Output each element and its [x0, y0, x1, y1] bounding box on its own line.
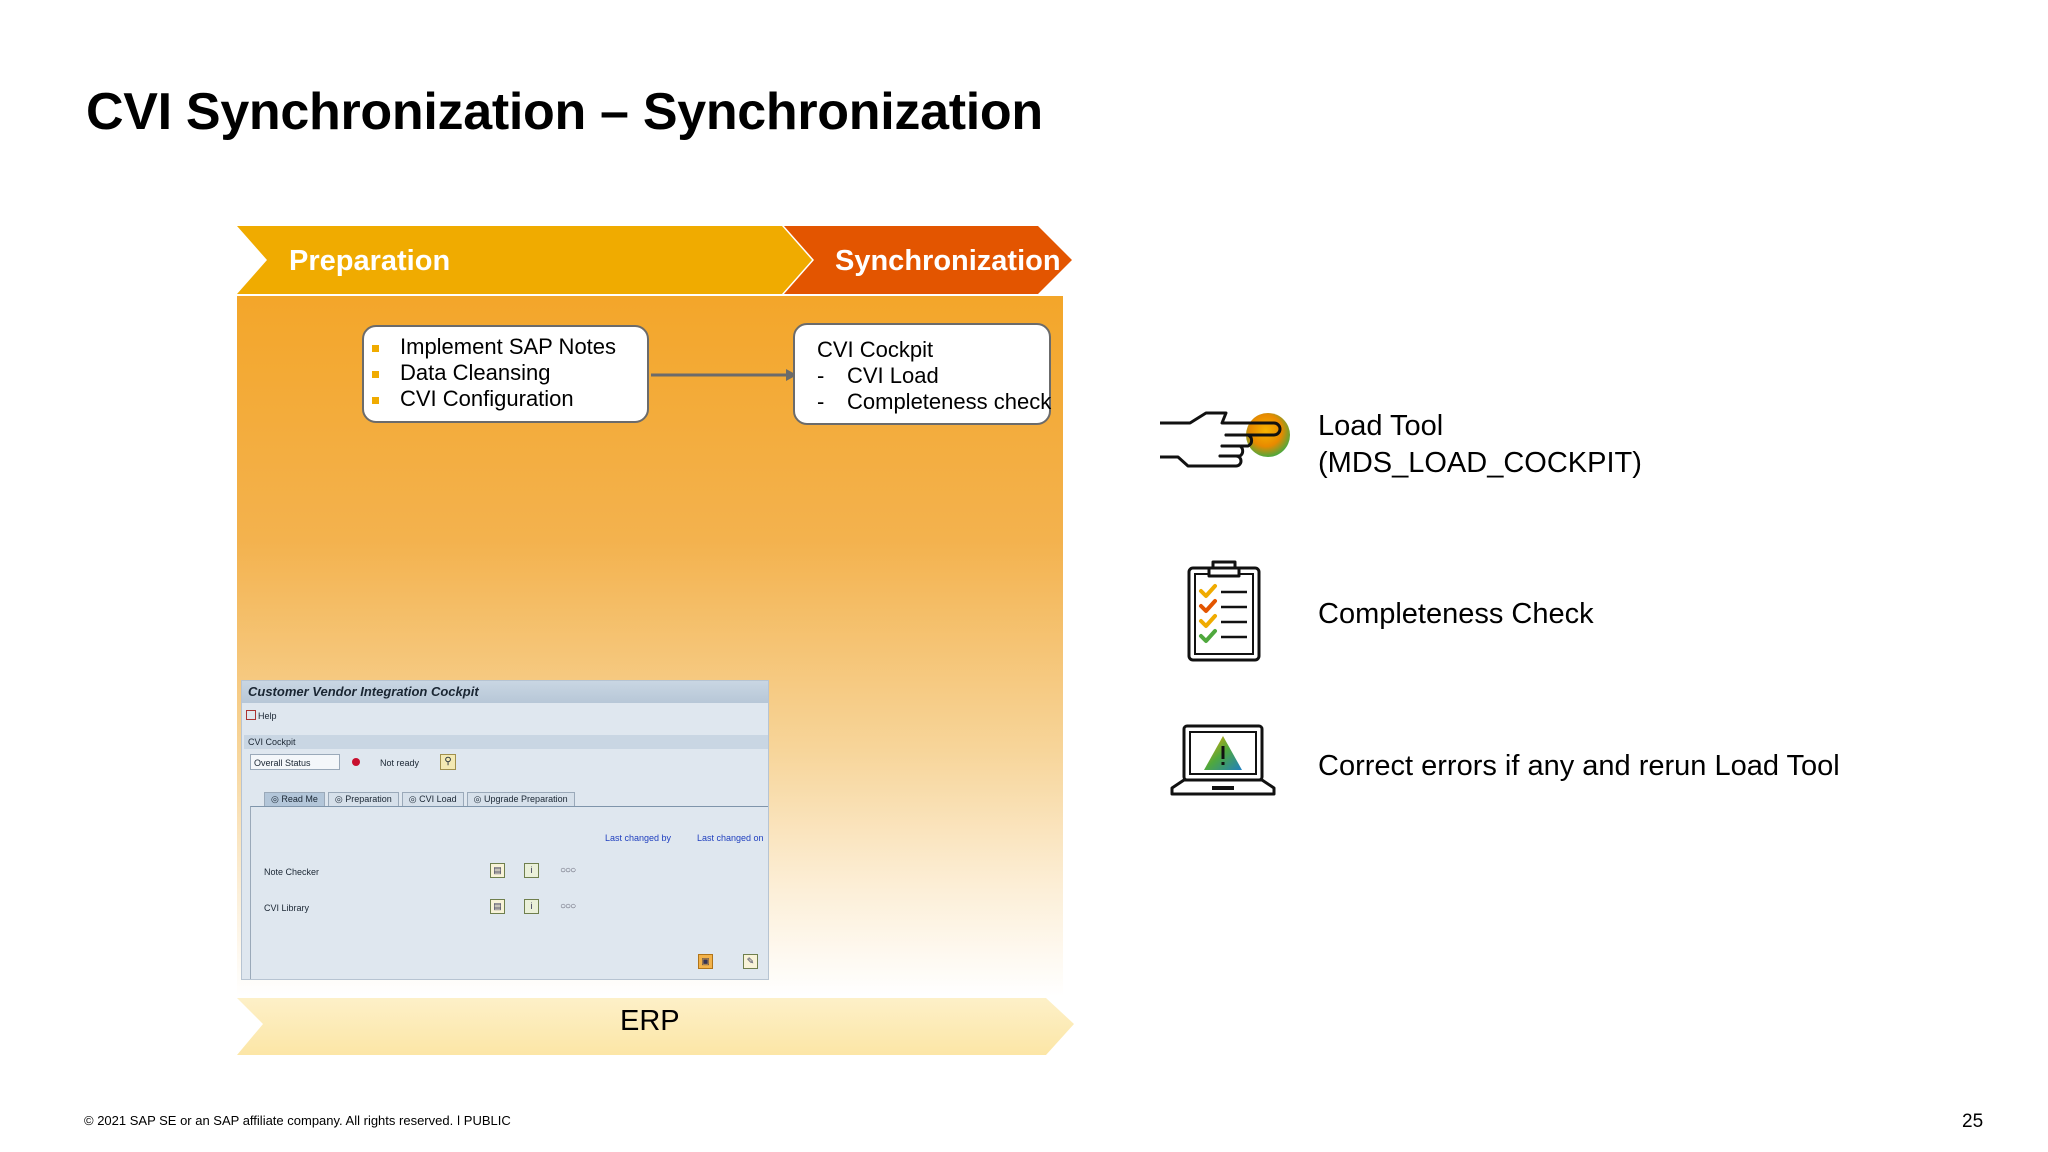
chain-icon: ○○○	[560, 865, 576, 876]
sap-col-last-changed-on: Last changed on	[697, 833, 764, 843]
sap-tab-read-me: ◎ Read Me	[264, 792, 325, 806]
sap-tab-panel	[250, 806, 768, 979]
help-icon	[246, 710, 256, 720]
laptop-warning-icon	[1170, 724, 1276, 796]
load-tool-line2: (MDS_LOAD_COCKPIT)	[1318, 447, 1642, 479]
load-tool-line1: Load Tool	[1318, 410, 1444, 442]
sap-status-text: Not ready	[380, 758, 420, 768]
sap-tab-upgrade-preparation: ◎ Upgrade Preparation	[466, 792, 575, 806]
sap-group-title: CVI Cockpit	[244, 735, 768, 749]
prep-item: Implement SAP Notes	[372, 334, 637, 360]
tab-status-icon: ◎	[334, 794, 346, 804]
completeness-check-text: Completeness Check	[1318, 598, 1594, 630]
sap-help-menu: Help	[246, 710, 277, 721]
tab-status-icon: ◎	[473, 794, 485, 804]
erp-label: ERP	[620, 1005, 680, 1037]
checklist-clipboard-icon	[1187, 560, 1261, 662]
sap-help-label: Help	[258, 711, 277, 721]
correct-errors-text: Correct errors if any and rerun Load Too…	[1318, 750, 1840, 782]
prep-item: Data Cleansing	[372, 360, 637, 386]
page-title: CVI Synchronization – Synchronization	[86, 83, 1043, 141]
save-icon: ▣	[698, 954, 713, 969]
preparation-steps-box: Implement SAP Notes Data Cleansing CVI C…	[362, 325, 649, 423]
pointing-hand-button-icon	[1160, 411, 1290, 468]
sap-window-title: Customer Vendor Integration Cockpit	[242, 681, 768, 703]
sap-tabstrip: ◎ Read Me ◎ Preparation ◎ CVI Load ◎ Upg…	[264, 792, 578, 806]
synchronization-label: Synchronization	[835, 245, 1061, 277]
document-icon: ▤	[490, 899, 505, 914]
search-icon: ⚲	[440, 754, 456, 770]
tab-status-icon: ◎	[271, 794, 282, 804]
connector-arrowhead	[786, 369, 797, 381]
sap-tab-cvi-load: ◎ CVI Load	[401, 792, 464, 806]
sap-cockpit-screenshot: Customer Vendor Integration Cockpit Help…	[241, 680, 769, 980]
synchronization-steps-box: CVI Cockpit -CVI Load -Completeness chec…	[793, 323, 1051, 425]
sync-heading: CVI Cockpit	[817, 337, 934, 362]
preparation-label: Preparation	[289, 245, 450, 277]
sap-tab-label: Upgrade Preparation	[484, 794, 568, 804]
synchronization-chevron	[784, 226, 1072, 294]
edit-icon: ✎	[743, 954, 758, 969]
footer-copyright: © 2021 SAP SE or an SAP affiliate compan…	[84, 1113, 511, 1128]
erp-chevron	[237, 998, 1074, 1055]
sap-tab-label: CVI Load	[419, 794, 457, 804]
tab-status-icon: ◎	[408, 794, 420, 804]
sap-overall-status-field: Overall Status	[250, 754, 340, 770]
preparation-chevron	[237, 226, 812, 294]
info-icon: i	[524, 899, 539, 914]
sap-tab-label: Read Me	[281, 794, 318, 804]
info-icon: i	[524, 863, 539, 878]
chain-icon: ○○○	[560, 901, 576, 912]
status-red-icon	[352, 758, 360, 766]
sap-col-last-changed-by: Last changed by	[605, 833, 672, 843]
sap-row-note-checker: Note Checker	[264, 867, 320, 877]
dash-marker: -	[817, 363, 825, 388]
sap-row-cvi-library: CVI Library	[264, 903, 310, 913]
prep-item: CVI Configuration	[372, 386, 637, 412]
sap-tab-preparation: ◎ Preparation	[327, 792, 399, 806]
sync-item: Completeness check	[847, 389, 1052, 414]
document-icon: ▤	[490, 863, 505, 878]
page-number: 25	[1962, 1111, 1984, 1132]
sync-item: CVI Load	[847, 363, 939, 388]
load-tool-text: Load Tool (MDS_LOAD_COCKPIT)	[1318, 408, 1642, 482]
dash-marker: -	[817, 389, 825, 414]
sap-tab-label: Preparation	[345, 794, 392, 804]
